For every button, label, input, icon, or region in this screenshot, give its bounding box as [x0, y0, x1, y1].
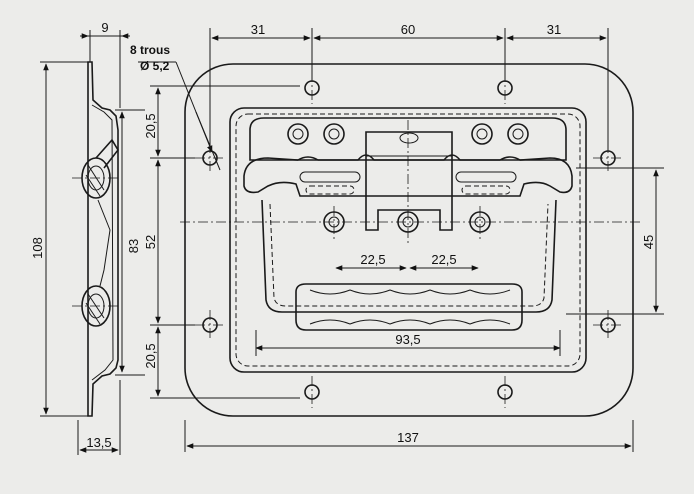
side-view: [40, 30, 145, 455]
dim-93-5: 93,5: [395, 332, 420, 347]
mounting-holes: [202, 80, 616, 400]
dim-137: 137: [397, 430, 419, 445]
dim-108: 108: [30, 237, 45, 259]
dim-83: 83: [126, 239, 141, 253]
hole-dimensions-vertical: 20,5 52 20,5: [143, 85, 300, 399]
note-hole-diameter: Ø 5,2: [140, 59, 170, 73]
side-dimensions: 108 83 9 13,5: [30, 20, 141, 453]
center-lines: [180, 72, 640, 408]
front-dimensions: 31 60 31 22,5 22,5 93,5 137 45 8 trous Ø…: [130, 22, 664, 452]
note-holes-count: 8 trous: [130, 43, 170, 57]
dim-60: 60: [401, 22, 415, 37]
dim-31-right: 31: [547, 22, 561, 37]
front-view: [180, 63, 640, 417]
dim-20-5-bottom: 20,5: [143, 343, 158, 368]
dim-22-5-right: 22,5: [431, 252, 456, 267]
dim-22-5-left: 22,5: [360, 252, 385, 267]
dim-31-left: 31: [251, 22, 265, 37]
dim-9: 9: [101, 20, 108, 35]
dim-52: 52: [143, 235, 158, 249]
dim-20-5-top: 20,5: [143, 113, 158, 138]
dim-45: 45: [641, 235, 656, 249]
dim-13-5: 13,5: [86, 435, 111, 450]
